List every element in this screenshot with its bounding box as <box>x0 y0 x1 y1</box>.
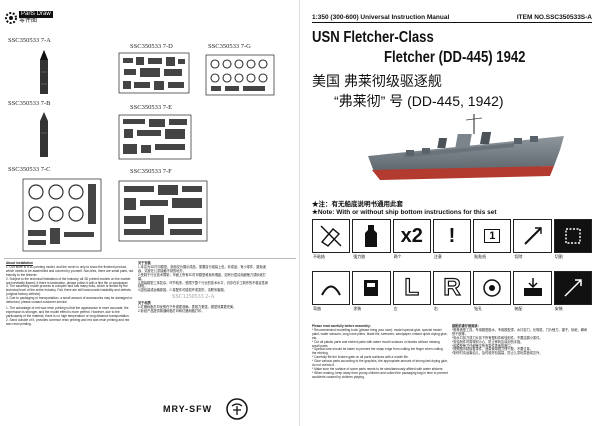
read-item: * When making, keep away from young chil… <box>312 370 448 379</box>
manual-header: 1:350 (300-600) Universal Instruction Ma… <box>312 14 592 21</box>
part-7b-drawing <box>40 112 48 157</box>
read-cn-item: *剪蚀刻件时需特别小心，防止锋利边缘割伤手指。 <box>452 339 524 344</box>
cover-icon: 涂装 <box>352 271 391 311</box>
about-installation-en: About installation 1. Our store is a 3D … <box>6 261 134 327</box>
super-glue-icon: 强力胶 <box>352 219 391 259</box>
note-cn: ★注：有无船底说明书通用此套 <box>312 201 403 208</box>
about-paragraph: 4. Due to packaging or transportation, a… <box>6 296 133 305</box>
symbol-legend-row-1: 不粘结 强力胶 x2 两个 ! 注意 1 贴贴纸 切除 切割 <box>312 219 592 263</box>
parts-draw-page: Parts Draw 零件图 SSC350533 7-A SSC350533 7… <box>4 11 296 420</box>
right-icon: R 右 <box>432 271 472 311</box>
read-cn-item: *推荐造型工具，专用模型胶水，专用模型漆，水口剪刀，长嘴钳，刀片锉刀，镊子，砂纸… <box>452 327 588 336</box>
cut-icon: 切割 <box>553 219 592 259</box>
about-paragraph: 1. Our store is a 3D printing model, and… <box>6 264 134 277</box>
stickers-icon: 1 贴贴纸 <box>473 219 512 259</box>
stamp-code: SSC1250533 2-A <box>172 294 215 301</box>
divider <box>4 258 296 259</box>
read-cn-item: *制作时请远离幼儿，及时收好包装袋，防止儿童玩耍造成意外。 <box>452 351 543 356</box>
brand-logo-text: MRY-SFW <box>163 404 213 414</box>
part-code: SSC350533 7-G <box>208 43 251 50</box>
part-7e-sprue <box>118 114 192 160</box>
note-en: ★Note: With or without ship bottom instr… <box>312 209 497 216</box>
symbol-legend-row-2: 弯曲 涂装 L 左 R 右 钻孔 装配 安装 <box>312 271 592 315</box>
title-cn-ship: “弗莱彻” 号 (DD-445, 1942) <box>334 93 504 109</box>
material-cn-paragraph: 2.砂纸产品提供普通树脂打印和红蜡树脂打印。 <box>138 308 205 313</box>
left-icon: L 左 <box>392 271 431 311</box>
read-item: * Glue various parts according to the gr… <box>312 359 448 368</box>
install-icon: 安装 <box>553 271 592 311</box>
brand-seal-icon <box>226 398 248 420</box>
material-cn-paragraph: 1.红蜡树脂打印优势在于外观更准确，表现力更强，模型效果更完美。 <box>138 305 237 310</box>
read-cn-item: *用水口剪刀或刀片剪下所有塑料件和蚀刻件，不要遗漏小零件。 <box>452 335 543 340</box>
manual-subtitle: 1:350 (300-600) Universal Instruction Ma… <box>312 14 450 21</box>
material-cn-heading: 关于材质 <box>138 301 151 306</box>
part-7g-sprue <box>205 54 275 96</box>
read-item: * Make sure the surface of some parts ne… <box>312 366 444 371</box>
not-bonded-icon: 不粘结 <box>312 219 351 259</box>
about-paragraph: 1. The advantage of red wax resin printi… <box>6 305 130 318</box>
about-cn-paragraph: 1.本店为3D打印模型，封面仅为展示成品，需要自行组装上色，非成品，有小零件，避… <box>138 264 266 273</box>
about-paragraph: 3. The assembly model process is complex… <box>6 284 131 297</box>
read-item: * Carefully file the broken gate on all … <box>312 355 409 360</box>
read-carefully-cn: 装配前请仔细阅读： *推荐造型工具，专用模型胶水，专用模型漆，水口剪刀，长嘴钳，… <box>452 324 590 356</box>
part-code: SSC350533 7-B <box>8 100 51 107</box>
title-cn-class: 美国 弗莱彻级驱逐舰 <box>312 73 442 89</box>
read-cn-item: *按照图示粘接各零件，适量使用强力快干胶，不要过量。 <box>452 347 533 352</box>
read-item: * Special care should be taken to preven… <box>312 347 443 356</box>
read-item: * Cut all plastic parts and etched parts… <box>312 339 440 348</box>
about-cn-heading: 关于安装 <box>138 261 151 265</box>
read-cn-item: *用模型锉刀仔细锉平所有零件表面的断口。 <box>452 343 514 348</box>
parts-draw-tab: Parts Draw 零件图 <box>19 11 53 25</box>
part-7f-sprue <box>118 180 208 242</box>
header-rule <box>312 22 592 23</box>
read-cn-heading: 装配前请仔细阅读： <box>452 324 481 328</box>
assemble-icon: 装配 <box>513 271 552 311</box>
part-code: SSC350533 7-D <box>130 43 173 50</box>
about-installation-cn: 关于安装 1.本店为3D打印模型，封面仅为展示成品，需要自行组装上色，非成品，有… <box>138 261 270 314</box>
part-code: SSC350533 7-E <box>130 104 173 111</box>
read-item: * Recommended modelling tools (please br… <box>312 327 448 340</box>
left-glyph: L <box>404 273 420 301</box>
about-cn-paragraph: 3.拼装模型工序复杂，环节较多，受限于整个行业的技术水平，仍存在手工制作的不稳定… <box>138 280 269 289</box>
part-code: SSC350533 7-A <box>8 37 51 44</box>
tab-title-cn: 零件图 <box>19 18 38 24</box>
tab-title-en: Parts Draw <box>19 11 53 18</box>
part-code: SSC350533 7-F <box>130 168 172 175</box>
about-installation-heading: About installation <box>6 261 33 265</box>
amputate-icon: 切除 <box>513 219 552 259</box>
title-class: USN Fletcher-Class <box>312 29 434 46</box>
title-ship: Fletcher (DD-445) 1942 <box>384 49 526 66</box>
right-glyph: R <box>443 273 462 301</box>
instruction-cover-page: 1:350 (300-600) Universal Instruction Ma… <box>300 0 600 426</box>
drill-icon: 钻孔 <box>473 271 512 311</box>
item-number: ITEM NO.SSC350533S-A <box>516 14 592 21</box>
part-7c-sprue <box>22 178 102 252</box>
about-paragraph: 2. Subject to the technical limitations … <box>6 276 131 285</box>
two-groups-icon: x2 两个 <box>392 219 431 259</box>
note-glyph: ! <box>448 224 456 247</box>
read-heading: Please read carefully before assembly: <box>312 324 371 328</box>
part-7a-drawing <box>40 50 48 94</box>
gear-icon <box>5 12 17 24</box>
destroyer-render <box>368 114 564 180</box>
about-cn-paragraph: 2.受制于行业技术限制，市面上所有3D打印模型难免有瑕疵，如有分层请用细锉刀或砂… <box>138 272 266 281</box>
part-code: SSC350533 7-C <box>8 166 51 173</box>
curved-icon: 弯曲 <box>312 271 351 311</box>
two-groups-glyph: x2 <box>400 224 423 247</box>
note-icon: ! 注意 <box>432 219 472 259</box>
stickers-glyph: 1 <box>484 229 501 243</box>
part-7d-sprue <box>118 52 190 94</box>
about-paragraph: 2. Sand outside of it, provides common r… <box>6 317 130 326</box>
about-cn-paragraph: 4.因包装或运输原因，少量配件可能损坏或变形，请联系客服。 <box>138 288 227 293</box>
read-carefully-en: Please read carefully before assembly: *… <box>312 324 448 380</box>
